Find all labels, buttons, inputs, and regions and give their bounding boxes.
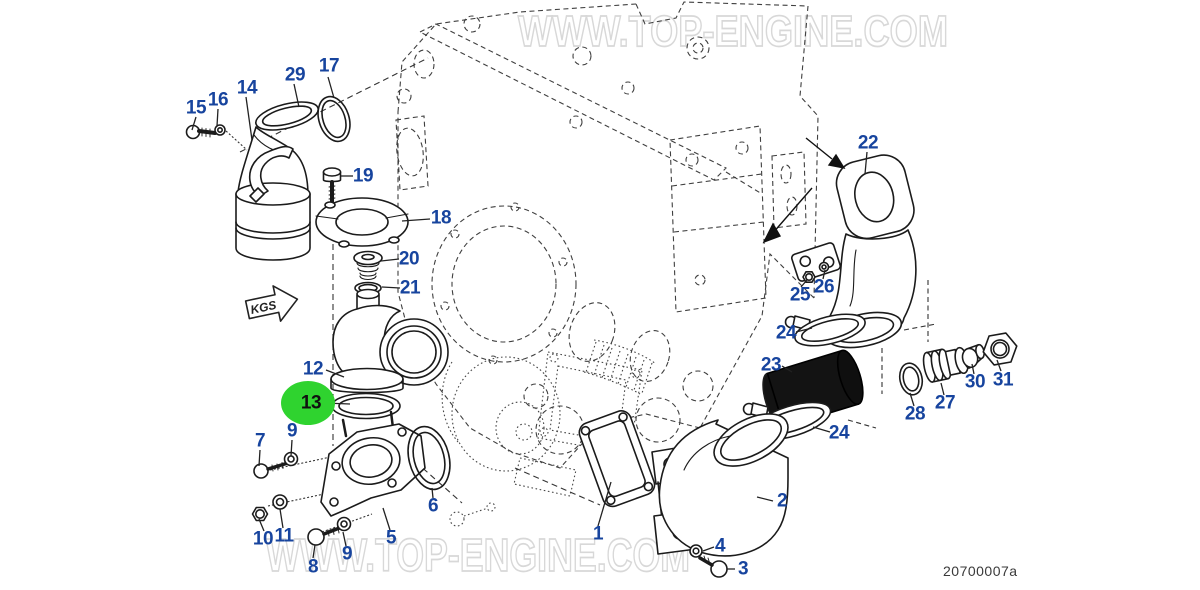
part-bolt-8 [307, 525, 344, 546]
part-plug-20 [353, 250, 383, 281]
part-callout-11[interactable]: 11 [274, 525, 294, 547]
drawing-number: 20700007a [943, 563, 1018, 579]
part-bracket-14 [248, 145, 294, 203]
part-elbow-duct-2 [658, 413, 789, 557]
svg-text:WWW.TOP-ENGINE.COM: WWW.TOP-ENGINE.COM [266, 529, 690, 581]
part-callout-9[interactable]: 9 [286, 420, 298, 442]
assembly-arrows [762, 137, 846, 244]
part-callout-7[interactable]: 7 [254, 430, 266, 452]
part-callout-22[interactable]: 22 [857, 132, 879, 154]
part-callout-20[interactable]: 20 [398, 248, 420, 270]
part-nut-10 [251, 506, 269, 522]
part-callout-3[interactable]: 3 [737, 558, 749, 580]
part-washer-11 [272, 494, 288, 510]
part-callout-12[interactable]: 12 [302, 358, 324, 380]
part-oring-13 [331, 392, 401, 420]
part-callout-10[interactable]: 10 [252, 528, 274, 550]
part-washer-9a [283, 451, 299, 467]
part-washer-4 [689, 544, 703, 558]
kgs-marker: KGS [244, 285, 299, 322]
part-oring-28 [898, 362, 924, 396]
part-callout-19[interactable]: 19 [352, 165, 374, 187]
part-washer-16 [214, 124, 226, 136]
part-callout-17[interactable]: 17 [318, 55, 340, 77]
part-clamp-24a [784, 313, 866, 347]
part-callout-8[interactable]: 8 [307, 556, 319, 578]
part-washer-26 [818, 261, 830, 273]
part-bolt-3 [698, 555, 728, 578]
part-oring-17 [317, 95, 351, 143]
part-callout-27[interactable]: 27 [934, 392, 956, 414]
engine-block [395, 1, 819, 469]
part-callout-23[interactable]: 23 [760, 354, 782, 376]
part-bolt-19 [322, 167, 342, 206]
part-gasket-1 [578, 410, 656, 508]
part-callout-21[interactable]: 21 [399, 277, 421, 299]
part-duct-22 [790, 154, 917, 349]
part-bolt-15 [185, 124, 217, 140]
svg-text:KGS: KGS [249, 298, 277, 317]
part-oring-6 [407, 425, 451, 491]
part-housing-12 [330, 288, 449, 394]
part-callout-13[interactable]: 13 [300, 392, 322, 414]
part-nut-31 [982, 332, 1018, 366]
part-callout-15[interactable]: 15 [185, 97, 207, 119]
part-callout-1[interactable]: 1 [592, 523, 604, 545]
part-washer-9b [336, 516, 352, 532]
part-callout-5[interactable]: 5 [385, 527, 397, 549]
part-callout-14[interactable]: 14 [236, 77, 258, 99]
part-elbow-pipe-29 [235, 101, 319, 261]
svg-text:WWW.TOP-ENGINE.COM: WWW.TOP-ENGINE.COM [518, 7, 948, 56]
part-fitting-27 [922, 346, 973, 383]
part-bolt-7 [253, 461, 290, 479]
watermark-top: WWW.TOP-ENGINE.COM [517, 6, 949, 57]
part-callout-24[interactable]: 24 [775, 322, 797, 344]
part-callout-18[interactable]: 18 [430, 207, 452, 229]
part-callout-31[interactable]: 31 [992, 369, 1014, 391]
part-callout-29[interactable]: 29 [284, 64, 306, 86]
part-callout-9[interactable]: 9 [341, 543, 353, 565]
part-callout-26[interactable]: 26 [813, 276, 835, 298]
part-callout-4[interactable]: 4 [714, 535, 726, 557]
part-callout-6[interactable]: 6 [427, 495, 439, 517]
part-nut-25 [802, 271, 816, 283]
part-clamp-18 [315, 197, 409, 248]
part-callout-2[interactable]: 2 [776, 490, 788, 512]
part-callout-25[interactable]: 25 [789, 284, 811, 306]
part-callout-30[interactable]: 30 [964, 371, 986, 393]
part-callout-16[interactable]: 16 [207, 89, 229, 111]
watermark-bottom: WWW.TOP-ENGINE.COM [265, 528, 691, 582]
part-callout-24[interactable]: 24 [828, 422, 850, 444]
leader-lines [191, 76, 1002, 570]
part-callout-28[interactable]: 28 [904, 403, 926, 425]
part-connection-5 [320, 410, 426, 517]
